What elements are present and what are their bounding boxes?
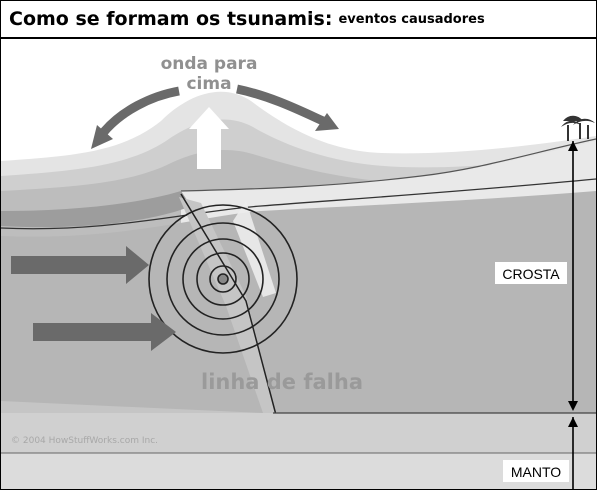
left-curved-arrow-icon — [99, 86, 180, 136]
crust-dimension-top-arrow — [568, 141, 578, 151]
epicenter — [217, 273, 229, 285]
crust-label: CROSTA — [502, 266, 560, 282]
wave-up-label-line2: cima — [186, 74, 231, 94]
fault-line — [180, 193, 287, 454]
mantle-label: MANTO — [511, 464, 561, 480]
ring-4 — [166, 222, 280, 336]
ring-2 — [196, 252, 250, 306]
palm-trees-icon — [561, 115, 595, 141]
mantle-dimension-top-arrow — [568, 417, 578, 427]
crust-top-edge — [1, 178, 596, 230]
title-bar: Como se formam os tsunamis: eventos caus… — [1, 1, 596, 39]
ring-3 — [182, 238, 264, 320]
mantle-label-box — [503, 460, 569, 482]
crust-layer — [1, 191, 596, 413]
right-curved-arrow-icon — [236, 84, 325, 126]
plate-push-arrow-icon — [11, 246, 149, 284]
right-curved-arrow-head — [315, 113, 339, 131]
title: Como se formam os tsunamis: — [9, 8, 333, 30]
up-arrow-icon — [189, 107, 229, 169]
ring-5 — [148, 204, 298, 354]
subducting-plate — [1, 197, 286, 453]
ring-1 — [209, 265, 237, 293]
coast-land — [180, 138, 596, 192]
plate-push-arrow-icon — [33, 313, 176, 351]
uplift-wedge — [233, 201, 276, 297]
wave-up-label-line1: onda para — [161, 54, 258, 74]
subtitle: eventos causadores — [338, 11, 485, 27]
ocean-water — [1, 191, 191, 228]
copyright-text: © 2004 HowStuffWorks.com Inc. — [11, 436, 158, 446]
fault-line-label: linha de falha — [201, 370, 363, 394]
crust-label-box — [495, 262, 567, 284]
crust-dimension-bottom-arrow — [568, 401, 578, 411]
lower-mantle — [1, 453, 596, 489]
left-curved-arrow-head — [91, 125, 113, 149]
tsunami-scene: onda para cima linha de falha © 2004 How… — [1, 41, 596, 489]
seismic-rings — [148, 204, 298, 354]
